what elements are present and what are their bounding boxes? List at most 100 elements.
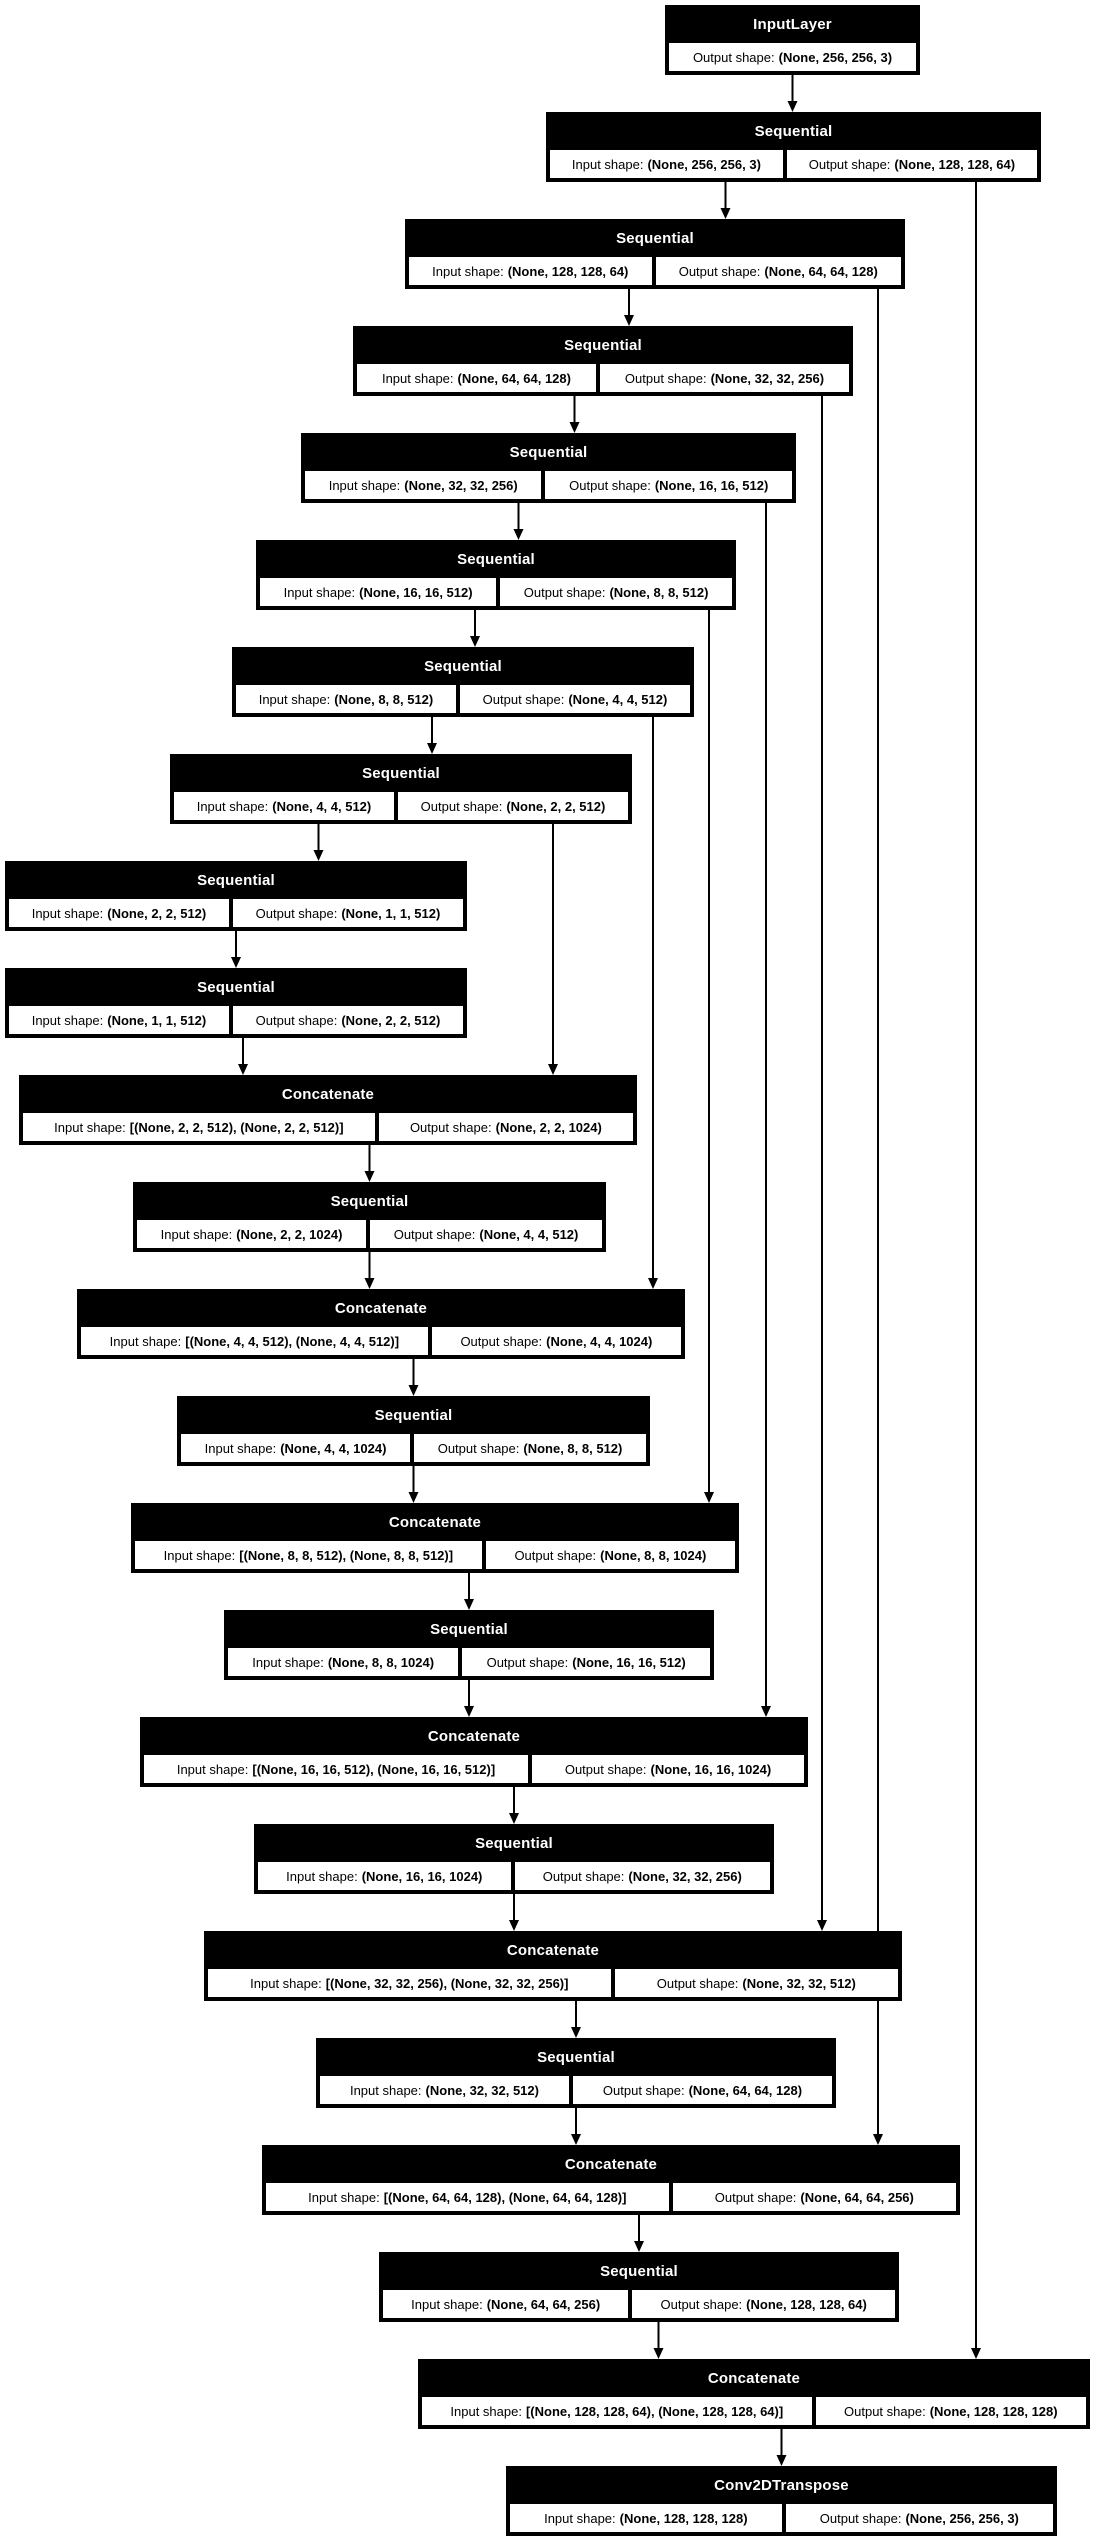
arrowhead-icon [720, 208, 731, 219]
layer-type-label: Sequential [424, 657, 502, 675]
arrowhead-icon [634, 2241, 644, 2252]
output-shape-prefix: Output shape: [255, 1012, 338, 1028]
output-shape-cell: Output shape:(None, 32, 32, 512) [612, 1967, 901, 1999]
input-shape-cell: Input shape:(None, 8, 8, 512) [234, 683, 458, 715]
layer-type-label: Concatenate [506, 1941, 600, 1959]
input-shape-prefix: Input shape: [571, 156, 644, 172]
layer-type-label: Conv2DTranspose [714, 2476, 849, 2494]
input-shape-prefix: Input shape: [31, 1012, 104, 1028]
output-shape-cell: Output shape:(None, 256, 256, 3) [783, 2502, 1055, 2534]
input-shape-value: (None, 2, 2, 512) [107, 905, 207, 921]
arrowhead-icon [761, 1706, 771, 1717]
input-shape-prefix: Input shape: [432, 263, 504, 279]
output-shape-cell: Output shape:(None, 2, 2, 512) [230, 1004, 466, 1036]
input-shape-cell: Input shape:[(None, 128, 128, 64), (None… [420, 2395, 814, 2427]
input-shape-cell: Input shape:[(None, 32, 32, 256), (None,… [206, 1967, 613, 1999]
input-shape-value: [(None, 64, 64, 128), (None, 64, 64, 128… [383, 2189, 627, 2205]
arrowhead-icon [427, 743, 437, 754]
input-shape-prefix: Input shape: [250, 1975, 322, 1991]
output-shape-prefix: Output shape: [482, 691, 565, 707]
input-shape-cell: Input shape:[(None, 16, 16, 512), (None,… [142, 1753, 530, 1785]
layer-type-label: Concatenate [388, 1513, 482, 1531]
input-shape-prefix: Input shape: [31, 905, 104, 921]
input-shape-prefix: Input shape: [54, 1119, 126, 1135]
input-shape-prefix: Input shape: [328, 477, 401, 493]
input-shape-value: [(None, 4, 4, 512), (None, 4, 4, 512)] [185, 1333, 400, 1349]
output-shape-prefix: Output shape: [460, 1333, 543, 1349]
output-shape-value: (None, 2, 2, 512) [341, 1012, 441, 1028]
shape-row: Input shape:[(None, 64, 64, 128), (None,… [264, 2181, 959, 2213]
output-shape-cell: Output shape:(None, 64, 64, 128) [653, 255, 904, 287]
output-shape-value: (None, 8, 8, 512) [609, 584, 709, 600]
output-shape-prefix: Output shape: [624, 370, 707, 386]
output-shape-cell: Output shape:(None, 1, 1, 512) [230, 897, 466, 929]
input-shape-prefix: Input shape: [109, 1333, 182, 1349]
input-shape-value: [(None, 8, 8, 512), (None, 8, 8, 512)] [239, 1547, 454, 1563]
layer-type-label: Sequential [564, 336, 642, 354]
output-shape-value: (None, 16, 16, 512) [572, 1654, 686, 1670]
output-shape-value: (None, 64, 64, 128) [688, 2082, 803, 2098]
output-shape-prefix: Output shape: [255, 905, 338, 921]
arrowhead-icon [648, 1278, 658, 1289]
output-shape-cell: Output shape:(None, 32, 32, 256) [597, 362, 852, 394]
layer-type-label: Sequential [475, 1834, 553, 1852]
input-shape-value: (None, 2, 2, 1024) [236, 1226, 343, 1242]
input-shape-cell: Input shape:(None, 256, 256, 3) [548, 148, 785, 180]
output-shape-prefix: Output shape: [714, 2189, 797, 2205]
input-shape-prefix: Input shape: [381, 370, 454, 386]
shape-row: Input shape:(None, 4, 4, 1024)Output sha… [179, 1432, 648, 1464]
arrowhead-icon [313, 850, 324, 861]
output-shape-value: (None, 32, 32, 512) [742, 1975, 856, 1991]
input-shape-cell: Input shape:(None, 16, 16, 1024) [256, 1860, 513, 1892]
input-shape-prefix: Input shape: [204, 1440, 277, 1456]
output-shape-cell: Output shape:(None, 16, 16, 1024) [530, 1753, 807, 1785]
arrowhead-icon [464, 1599, 474, 1610]
output-shape-prefix: Output shape: [569, 477, 651, 493]
output-shape-cell: Output shape:(None, 16, 16, 512) [460, 1646, 712, 1678]
input-shape-prefix: Input shape: [411, 2296, 483, 2312]
arrowhead-icon [704, 1492, 714, 1503]
input-shape-prefix: Input shape: [450, 2403, 522, 2419]
input-shape-value: (None, 16, 16, 512) [359, 584, 473, 600]
output-shape-value: (None, 32, 32, 256) [628, 1868, 742, 1884]
shape-row: Input shape:(None, 8, 8, 1024)Output sha… [226, 1646, 712, 1678]
output-shape-prefix: Output shape: [564, 1761, 647, 1777]
shape-row: Input shape:(None, 32, 32, 256) Output sh… [303, 469, 795, 501]
output-shape-prefix: Output shape: [602, 2082, 685, 2098]
input-shape-prefix: Input shape: [163, 1547, 236, 1563]
layer-type-label: Sequential [509, 443, 588, 461]
input-shape-cell: Input shape:[(None, 8, 8, 512), (None, 8… [133, 1539, 484, 1571]
layer-type-label: Sequential [197, 978, 275, 996]
layer-type-label: Sequential [537, 2048, 615, 2066]
arrowhead-icon [408, 1385, 419, 1396]
layer-type-label: Concatenate [707, 2369, 801, 2387]
input-shape-value: (None, 16, 16, 1024) [361, 1868, 483, 1884]
shape-row: Input shape:[(None, 128, 128, 64), (None… [420, 2395, 1088, 2427]
arrowhead-icon [571, 2027, 581, 2038]
arrowhead-icon [364, 1171, 375, 1182]
shape-row: Input shape:(None, 128, 128, 128)Output … [508, 2502, 1055, 2534]
input-shape-cell: Input shape:(None, 128, 128, 128) [508, 2502, 784, 2534]
input-shape-cell: Input shape:(None, 32, 32, 256) [303, 469, 544, 501]
layer-type-label: Concatenate [427, 1727, 521, 1745]
arrowhead-icon [624, 315, 634, 326]
input-shape-value: (None, 64, 64, 128) [457, 370, 571, 386]
output-shape-cell: Output shape:(None, 2, 2, 1024) [376, 1111, 636, 1143]
arrowhead-icon [787, 101, 798, 112]
output-shape-value: (None, 128, 128, 128) [929, 2403, 1058, 2419]
output-shape-value: (None, 8, 8, 512) [523, 1440, 623, 1456]
input-shape-cell: Input shape:(None, 1, 1, 512) [7, 1004, 231, 1036]
layer-type-label: Sequential [430, 1620, 508, 1638]
layer-type-label: Sequential [754, 122, 833, 140]
arrowhead-icon [873, 2134, 883, 2145]
